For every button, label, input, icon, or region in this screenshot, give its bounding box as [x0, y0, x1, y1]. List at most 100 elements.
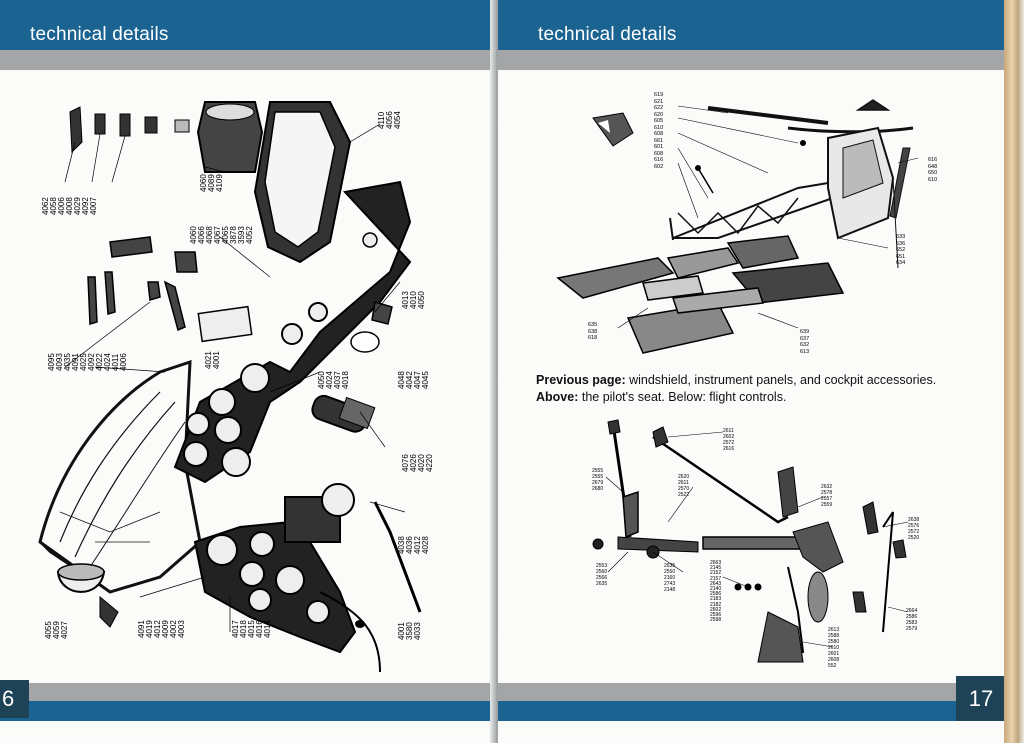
seat-callouts-mid: 633 636 652 651 634 — [896, 234, 905, 267]
part-number: 2620 — [678, 474, 690, 480]
caption-line-2: Above: the pilot's seat. Below: flight c… — [536, 389, 976, 406]
part-number: 2572 — [723, 440, 735, 446]
upper-instrument-panel — [173, 180, 412, 484]
callout-group-g: 4021 4001 — [204, 345, 225, 375]
callout-group-a: 4062 4058 4006 4008 4029 4092 4007 — [41, 145, 122, 215]
part-number: 2616 — [723, 446, 735, 452]
part-number: 619 — [654, 92, 664, 98]
part-number: 639 — [800, 329, 810, 335]
flight-controls-exploded-diagram — [592, 419, 909, 663]
part-number: 2560 — [596, 569, 608, 575]
part-number: 622 — [654, 105, 664, 111]
part-number: 4052 — [245, 226, 254, 244]
control-stick — [607, 419, 639, 539]
part-number: 2610 — [828, 645, 840, 651]
pilot-seat-exploded-diagram — [556, 99, 919, 354]
part-number: 2160 — [664, 575, 676, 581]
caption-text: the pilot's seat. Below: flight controls… — [578, 390, 787, 404]
part-number: 2183 — [710, 596, 722, 603]
solenoid — [311, 394, 376, 433]
part-number: 648 — [928, 163, 938, 170]
ctrl-callouts-r2: 2638 2576 2572 2520 — [908, 517, 919, 541]
part-number: 616 — [654, 157, 664, 163]
part-number: 4054 — [393, 111, 402, 129]
part-number: 2157 — [710, 575, 722, 582]
footer-bar — [0, 701, 496, 721]
part-number: 4014 — [263, 620, 272, 638]
caption-line-1: Previous page: windshield, instrument pa… — [536, 372, 976, 389]
seat-frame — [669, 99, 914, 269]
part-number: 2148 — [664, 587, 676, 593]
part-number: 4003 — [177, 620, 186, 638]
levers-brackets — [87, 236, 393, 353]
part-number: 2611 — [723, 428, 734, 434]
part-number: 602 — [654, 163, 664, 170]
windshield-illustration — [38, 359, 202, 594]
part-number: 4050 — [417, 291, 426, 309]
part-number: 2559 — [821, 502, 833, 508]
callout-group-j: 4076 4026 4020 4220 — [401, 448, 442, 478]
part-number: 608 — [654, 150, 664, 157]
part-number: 638 — [588, 328, 598, 335]
part-number: 2663 — [710, 560, 722, 566]
control-linkage — [592, 426, 907, 663]
seat-callouts-bl: 635 638 618 — [588, 322, 597, 342]
part-number: 633 — [896, 234, 906, 240]
footer-bar — [498, 701, 1006, 721]
part-number: 610 — [928, 176, 938, 183]
footer-stripe — [0, 683, 496, 701]
part-number: 2743 — [664, 581, 676, 587]
left-page: technical details — [0, 0, 496, 743]
ctrl-callouts-far: 2664 2586 2583 2579 — [906, 608, 917, 632]
part-number: 2578 — [821, 490, 833, 496]
caption-text: windshield, instrument panels, and cockp… — [625, 373, 937, 387]
part-number: 2588 — [828, 633, 840, 639]
ctrl-callouts-br: 2613 2588 2580 2610 2601 2608 552 — [828, 627, 839, 669]
part-number: 2140 — [710, 586, 722, 593]
part-number: 4028 — [421, 536, 430, 554]
callout-group-o: 4001 3580 4033 — [397, 616, 428, 646]
part-number: 4018 — [341, 371, 350, 389]
callout-group-d: 4060 4066 4068 4067 4065 3878 3593 4052 — [189, 218, 260, 248]
ctrl-callouts-bl: 2553 2560 2566 2635 — [596, 563, 607, 587]
part-number: 2679 — [592, 480, 604, 486]
part-number: 2572 — [908, 529, 920, 535]
part-number: 2602 — [710, 606, 722, 613]
part-number: 621 — [654, 98, 664, 105]
part-number: 613 — [800, 348, 810, 355]
part-number: 4006 — [119, 353, 128, 371]
part-number: 2586 — [710, 591, 722, 598]
part-number: 610 — [654, 124, 664, 131]
part-number: 4007 — [89, 197, 98, 215]
part-number: 634 — [896, 260, 906, 266]
part-number: 2579 — [906, 626, 918, 632]
part-number: 2580 — [828, 639, 840, 645]
part-number: 2152 — [710, 570, 722, 577]
part-number: 661 — [654, 137, 664, 144]
part-number: 635 — [588, 322, 598, 328]
part-number: 2632 — [821, 484, 833, 490]
part-number: 601 — [654, 144, 664, 150]
callout-group-b: 4060 4089 4109 — [199, 168, 230, 198]
callout-group-f: 4013 4010 4050 — [401, 285, 432, 315]
part-number: 2638 — [908, 517, 920, 523]
part-number: 636 — [896, 240, 906, 247]
seat-callouts-right: 616 648 650 610 — [928, 157, 937, 183]
part-number: 632 — [800, 342, 810, 348]
right-page: technical details — [498, 0, 1006, 743]
seat-callouts-br: 639 637 632 613 — [800, 329, 809, 355]
part-number: 2576 — [908, 523, 920, 529]
callout-group-n: 4017 4018 4015 4016 4014 — [231, 612, 282, 642]
ctrl-callouts-bl2: 2635 2550 2160 2743 2148 — [664, 563, 675, 593]
part-number: 2596 — [710, 612, 722, 619]
footer-stripe — [498, 683, 1006, 701]
part-number: 2145 — [710, 565, 722, 572]
header-stripe — [498, 50, 1006, 70]
part-number: 620 — [654, 111, 664, 118]
part-number: 4027 — [60, 621, 69, 639]
lamp-bowl — [56, 563, 119, 628]
part-number: 2635 — [664, 563, 676, 569]
lower-instrument-panel — [193, 483, 422, 673]
ctrl-callouts-l1: 2555 2555 2679 2680 — [592, 468, 603, 492]
